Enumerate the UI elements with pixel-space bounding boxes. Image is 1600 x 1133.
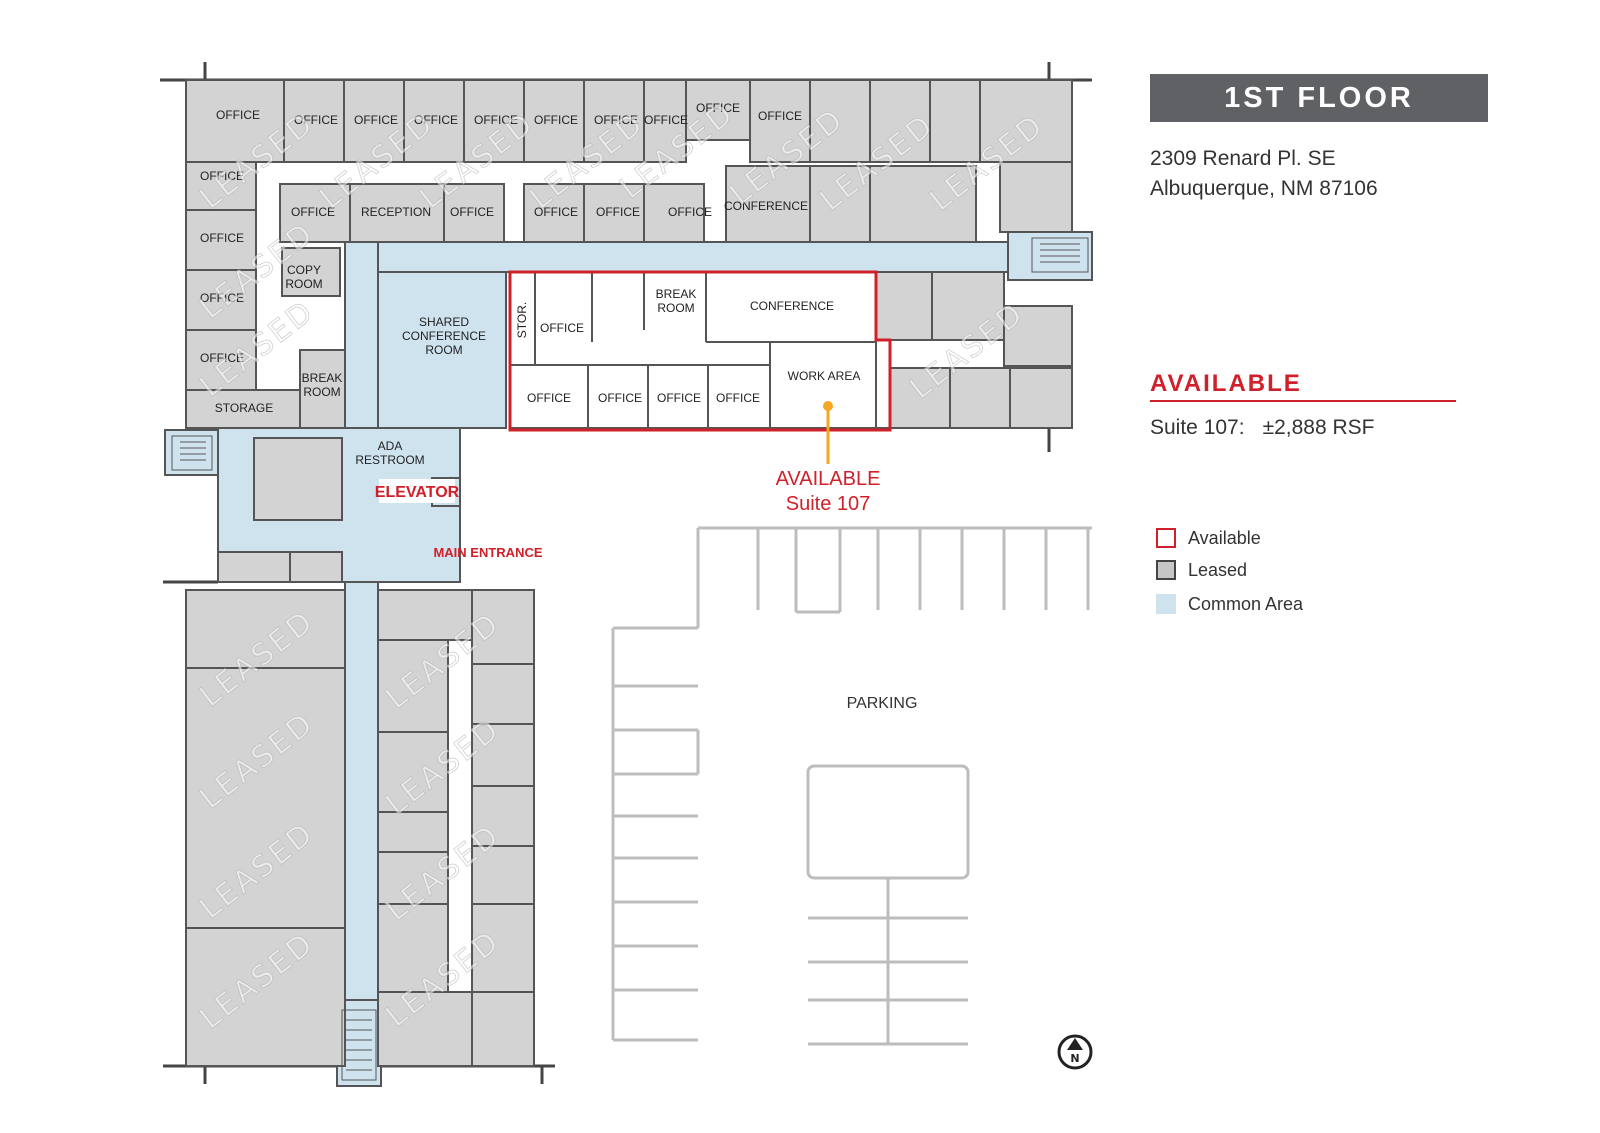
room-label-office: OFFICE (758, 109, 802, 123)
legend-label: Available (1188, 528, 1261, 548)
room-label-office: OFFICE (534, 113, 578, 127)
leased-swatch (1156, 560, 1176, 580)
room-label-office: OFFICE (414, 113, 458, 127)
room-label-office: OFFICE (200, 291, 244, 305)
room-label-copy-room: ROOM (285, 277, 322, 291)
legend-label: Common Area (1188, 594, 1304, 614)
suite-area: ±2,888 RSF (1262, 416, 1375, 439)
room-label-shared-room: ROOM (425, 343, 462, 357)
legend-item-available: Available (1156, 528, 1261, 549)
room-label-office: OFFICE (200, 231, 244, 245)
room-label-break-room: ROOM (657, 301, 694, 315)
legend-item-common-area: Common Area (1156, 594, 1303, 615)
parking-lot: PARKING (611, 526, 1092, 1046)
room-label-copy: COPY (287, 263, 321, 277)
room-label-office: OFFICE (594, 113, 638, 127)
plan-callouts: ELEVATOR MAIN ENTRANCE AVAILABLE Suite 1… (375, 401, 881, 560)
suite-107-available[interactable] (508, 270, 892, 432)
room-label-conference: CONFERENCE (724, 199, 808, 213)
available-heading: AVAILABLE (1150, 370, 1456, 402)
legend-item-leased: Leased (1156, 560, 1247, 581)
room-label-office: OFFICE (657, 391, 701, 405)
north-label: N (1070, 1052, 1079, 1065)
room-label-office: OFFICE (527, 391, 571, 405)
room-label-office: OFFICE (450, 205, 494, 219)
room-label-office: OFFICE (354, 113, 398, 127)
room-label-reception: RECEPTION (361, 205, 431, 219)
room-label-office: OFFICE (668, 205, 712, 219)
common-area-swatch (1156, 594, 1176, 614)
room-label-office: OFFICE (598, 391, 642, 405)
room-label-ada-restroom: RESTROOM (355, 453, 424, 467)
room-label-storage: STORAGE (215, 401, 273, 415)
suite-label: Suite 107: (1150, 416, 1245, 439)
north-arrow-icon: N (1057, 1034, 1093, 1070)
address-line-1: 2309 Renard Pl. SE (1150, 147, 1336, 170)
room-label-break: BREAK (656, 287, 697, 301)
room-label-conference: CONFERENCE (750, 299, 834, 313)
room-label-office: OFFICE (696, 101, 740, 115)
room-label-shared: SHARED (419, 315, 469, 329)
available-swatch (1156, 528, 1176, 548)
room-label-office: OFFICE (596, 205, 640, 219)
room-label-office: OFFICE (200, 169, 244, 183)
room-label-office: OFFICE (200, 351, 244, 365)
room-label-office: OFFICE (534, 205, 578, 219)
leased-rooms-south (185, 589, 535, 1067)
floor-title: 1ST FLOOR (1150, 74, 1488, 122)
callout-available: AVAILABLE (776, 468, 881, 490)
room-label-office: OFFICE (474, 113, 518, 127)
room-label-office: OFFICE (216, 108, 260, 122)
callout-suite: Suite 107 (786, 493, 871, 515)
room-label-office: OFFICE (291, 205, 335, 219)
main-entrance-label: MAIN ENTRANCE (433, 545, 542, 560)
leased-rooms-north (185, 79, 1073, 583)
stairs (171, 237, 1089, 1081)
room-label-break: BREAK (302, 371, 343, 385)
room-label-break-room: ROOM (303, 385, 340, 399)
room-label-work-area: WORK AREA (788, 369, 861, 383)
legend-label: Leased (1188, 560, 1248, 580)
room-label-office: OFFICE (540, 321, 584, 335)
room-labels: OFFICE OFFICE OFFICE OFFICE OFFICE OFFIC… (200, 101, 860, 467)
room-label-stor: STOR. (515, 302, 529, 338)
room-label-office: OFFICE (716, 391, 760, 405)
room-label-office: OFFICE (644, 113, 688, 127)
room-label-ada: ADA (378, 439, 403, 453)
info-panel: 1ST FLOOR 2309 Renard Pl. SE Albuquerque… (1150, 74, 1490, 440)
room-label-office: OFFICE (294, 113, 338, 127)
room-label-shared-conference: CONFERENCE (402, 329, 486, 343)
elevator-label: ELEVATOR (375, 484, 460, 501)
parking-label: PARKING (847, 695, 918, 712)
suite-area-line: Suite 107: ±2,888 RSF (1150, 416, 1490, 440)
address-line-2: Albuquerque, NM 87106 (1150, 177, 1378, 200)
